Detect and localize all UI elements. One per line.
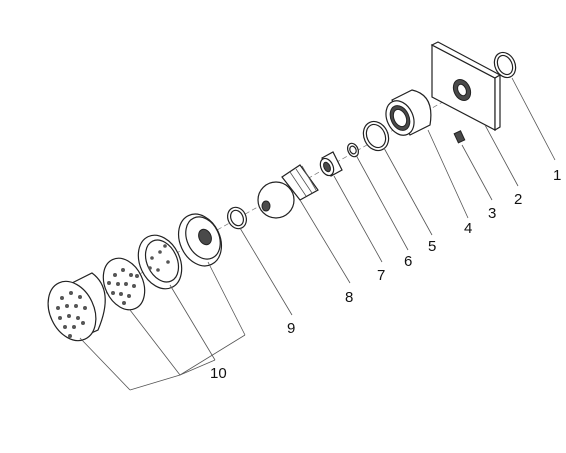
callout-3: 3 xyxy=(488,205,496,222)
part-7-insert xyxy=(319,151,343,177)
part-8-ball-joint xyxy=(257,164,319,219)
part-9-oring xyxy=(227,206,247,230)
part-10-housing xyxy=(177,213,223,267)
part-10-perforated-plate xyxy=(102,257,146,311)
part-6-small-ring xyxy=(346,142,360,158)
part-5-ring xyxy=(362,120,390,152)
part-3-set-screw xyxy=(453,130,466,144)
callout-1: 1 xyxy=(553,167,561,184)
part-10-spray-disc xyxy=(137,234,183,290)
part-1-oring xyxy=(493,51,517,79)
callout-10: 10 xyxy=(210,365,227,382)
part-4-nut xyxy=(385,89,432,136)
callout-7: 7 xyxy=(377,267,385,284)
part-2-wall-plate xyxy=(430,41,502,132)
callout-5: 5 xyxy=(428,238,436,255)
callout-8: 8 xyxy=(345,289,353,306)
callout-6: 6 xyxy=(404,253,412,270)
part-10-front-cap xyxy=(47,272,106,342)
callout-4: 4 xyxy=(464,220,472,237)
leader-lines xyxy=(79,77,556,391)
callout-9: 9 xyxy=(287,320,295,337)
callout-2: 2 xyxy=(514,191,522,208)
